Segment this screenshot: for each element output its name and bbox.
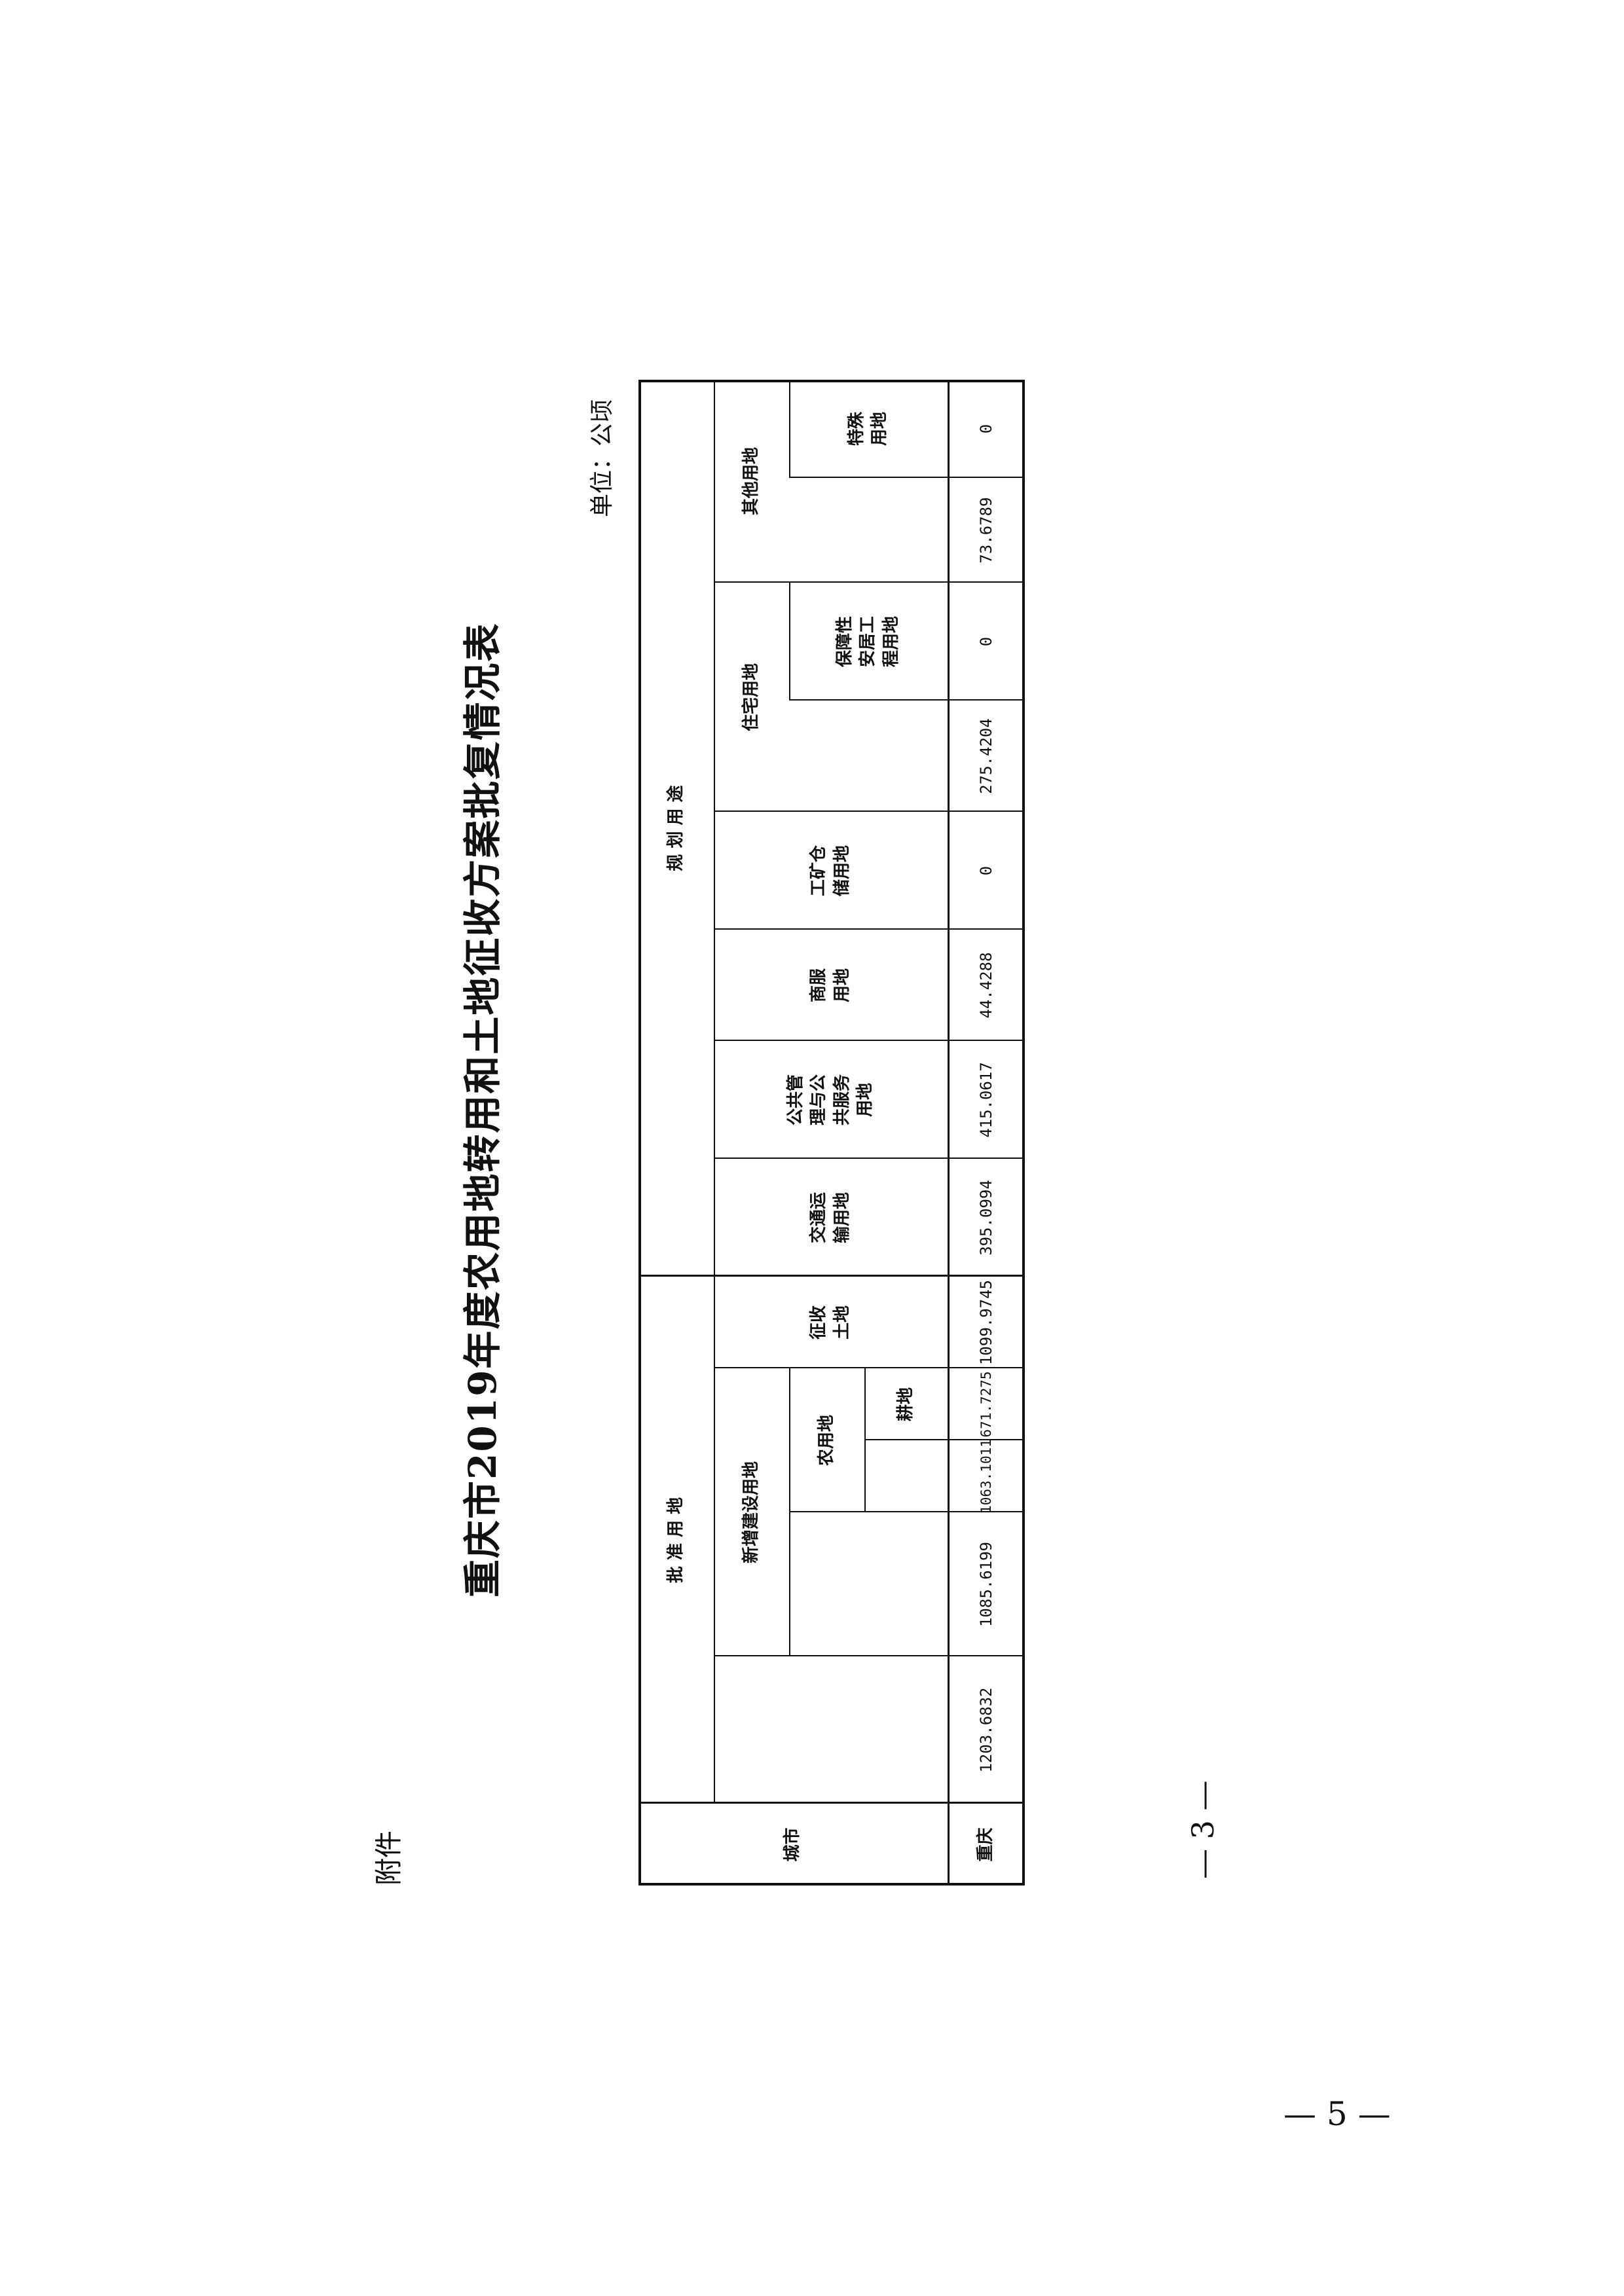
row-new-construction: 1085.6199 <box>976 1541 995 1628</box>
page-number: — 5 — <box>1283 2095 1391 2133</box>
row-cultivated: 671.7275 <box>978 1371 994 1438</box>
row-residential: 275.4204 <box>976 718 995 794</box>
attachment-label: 附件 <box>373 1830 405 1886</box>
city-header: 城市 <box>783 1827 803 1862</box>
row-special: 0 <box>976 424 995 434</box>
row-expropriated: 1099.9745 <box>976 1279 995 1366</box>
expropriated-header: 征收土地 <box>809 1305 852 1340</box>
public-service-header: 公共管理与公共服务用地 <box>786 1074 875 1126</box>
row-industrial: 0 <box>976 866 995 876</box>
inner-page-number: — 3 — <box>1185 1780 1221 1879</box>
row-approved-total: 1203.6832 <box>976 1687 995 1773</box>
row-public-service: 415.0617 <box>976 1062 995 1138</box>
row-other: 73.6789 <box>976 497 995 564</box>
new-construction-header: 新增建设用地 <box>741 1461 761 1564</box>
residential-header: 住宅用地 <box>741 663 761 732</box>
approval-table: 城市 批 准 用 地 新增建设用地 农用地 耕地 征收土地 规 划 用 途 交通… <box>638 380 1025 1886</box>
affordable-housing-header: 保障性安居工程用地 <box>835 616 901 668</box>
other-header: 其他用地 <box>741 447 761 516</box>
row-affordable-housing: 0 <box>976 636 995 647</box>
transport-header: 交通运输用地 <box>809 1192 852 1244</box>
farmland-header: 农用地 <box>816 1415 836 1467</box>
special-header: 特殊用地 <box>846 412 889 446</box>
approved-header: 批 准 用 地 <box>665 1497 686 1584</box>
row-farmland: 1063.1011 <box>978 1439 994 1514</box>
industrial-header: 工矿仓储用地 <box>809 845 852 897</box>
document-title: 重庆市2019年度农用地转用和土地征收方案批复情况表 <box>460 622 505 1597</box>
row-city: 重庆 <box>976 1827 996 1862</box>
cultivated-header: 耕地 <box>895 1387 915 1422</box>
planned-header: 规 划 用 途 <box>665 785 686 871</box>
commercial-header: 商服用地 <box>809 968 852 1003</box>
row-transport: 395.0994 <box>976 1180 995 1256</box>
row-commercial: 44.4288 <box>976 952 995 1019</box>
unit-label: 单位：公顷 <box>589 399 616 517</box>
